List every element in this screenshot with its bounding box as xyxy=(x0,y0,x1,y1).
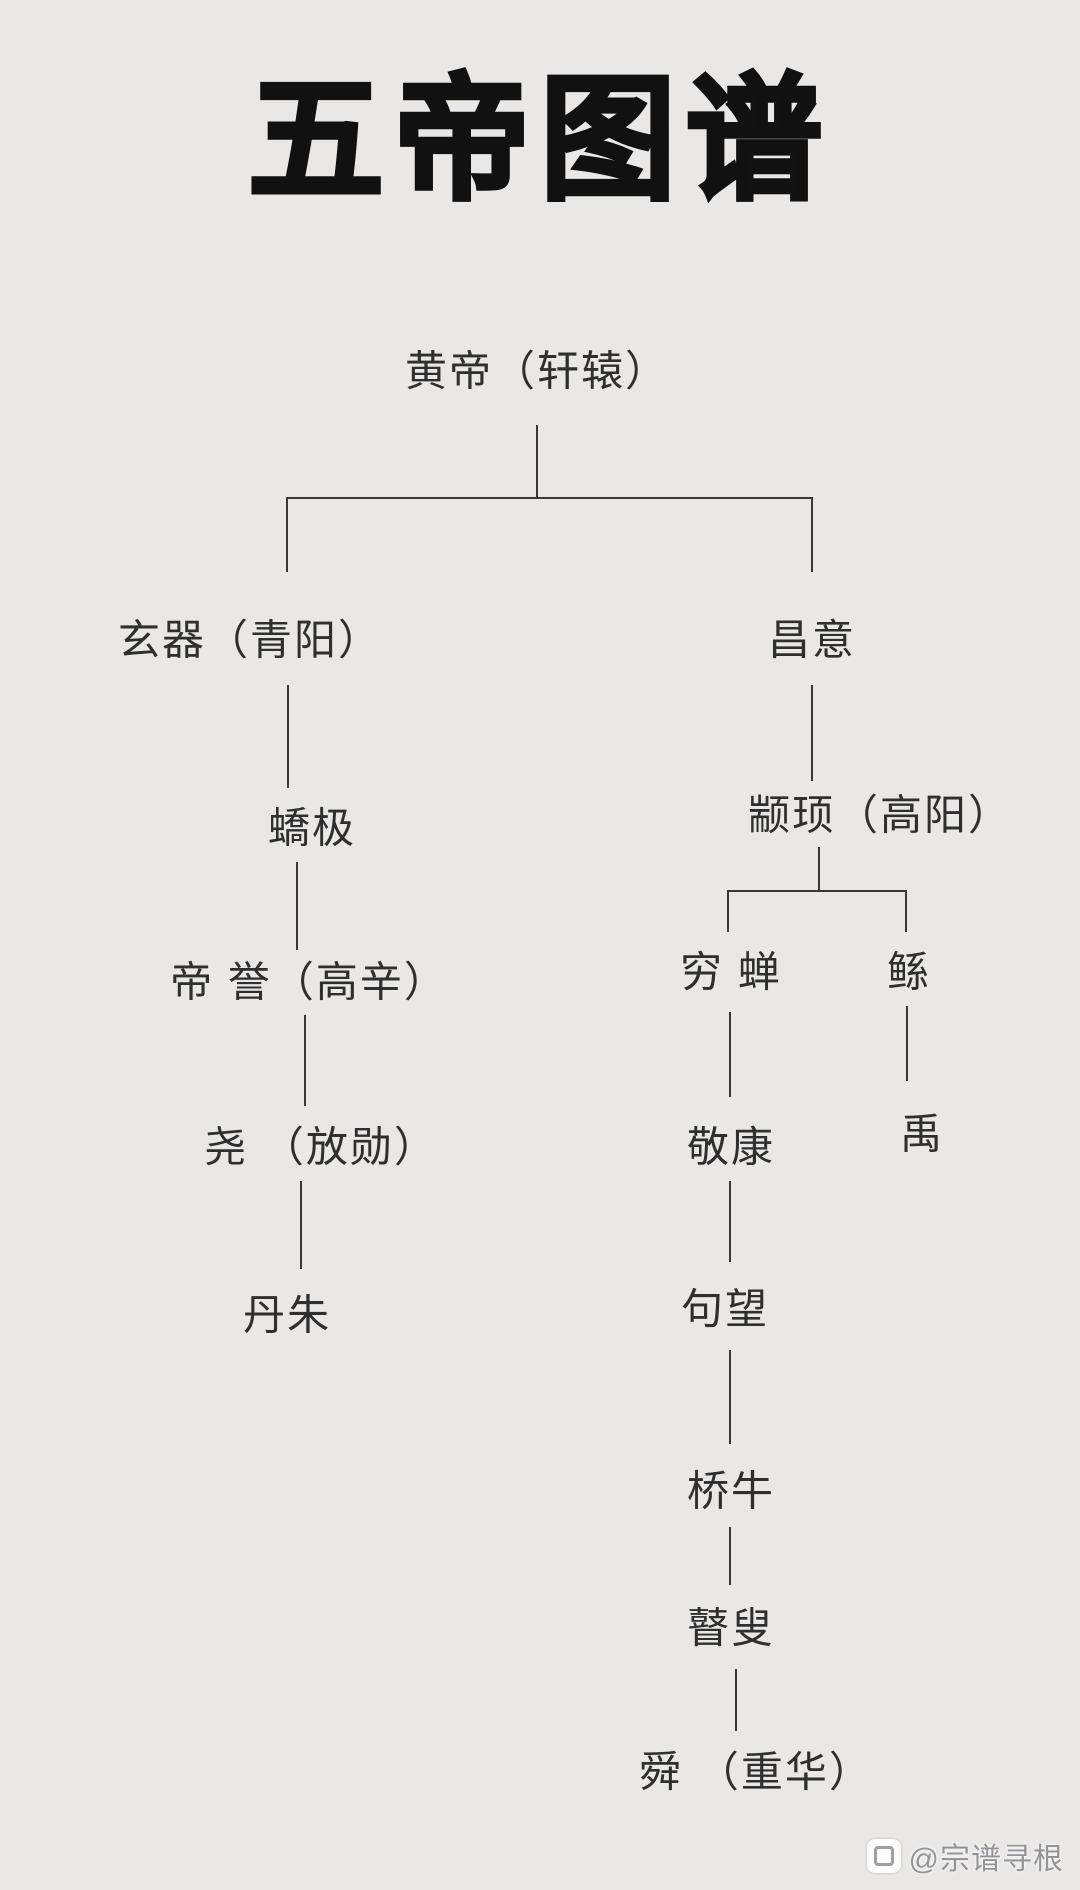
node-zhuanxu: 颛顼（高阳） xyxy=(747,791,1013,839)
connector-line xyxy=(729,1012,731,1097)
connector-line xyxy=(811,497,813,572)
node-huangdi: 黄帝（轩辕） xyxy=(404,347,670,395)
connector-line xyxy=(818,847,820,890)
page-title: 五帝图谱 xyxy=(246,62,832,218)
connector-line xyxy=(735,1669,737,1731)
connector-line xyxy=(729,1350,731,1444)
node-yu: 禹 xyxy=(899,1110,945,1158)
connector-line xyxy=(906,1006,908,1081)
watermark-logo-inner xyxy=(873,1846,894,1866)
connector-line xyxy=(729,1527,731,1585)
watermark-logo-icon xyxy=(866,1839,901,1873)
node-gun: 鲧 xyxy=(886,948,932,996)
watermark-handle: @宗谱寻根 xyxy=(908,1843,1064,1876)
node-xuanxiao: 玄器（青阳） xyxy=(117,616,383,664)
connector-line xyxy=(286,497,288,572)
node-qiongchan: 穷 蝉 xyxy=(680,948,782,996)
node-qiaoniu: 桥牛 xyxy=(686,1467,776,1515)
connector-line xyxy=(286,497,813,499)
connector-line xyxy=(729,1181,731,1262)
connector-line xyxy=(536,425,538,497)
connector-line xyxy=(304,1015,306,1106)
connector-line xyxy=(287,685,289,788)
connector-line xyxy=(300,1181,302,1269)
node-juwang: 句望 xyxy=(680,1285,770,1333)
node-diku: 帝 誉（高辛） xyxy=(170,958,448,1006)
connector-line xyxy=(727,890,907,892)
node-yao: 尧 （放勋） xyxy=(204,1123,438,1171)
connector-line xyxy=(905,890,907,932)
connector-line xyxy=(296,862,298,950)
node-jingkang: 敬康 xyxy=(686,1123,776,1171)
connector-line xyxy=(727,890,729,932)
node-jiaoji: 蟜极 xyxy=(267,804,357,852)
node-shun: 舜 （重华） xyxy=(639,1748,873,1796)
node-changyi: 昌意 xyxy=(767,616,857,664)
node-gusou: 瞽叟 xyxy=(686,1604,776,1652)
connector-line xyxy=(811,685,813,781)
node-danzhu: 丹朱 xyxy=(242,1291,332,1339)
watermark: @宗谱寻根 xyxy=(866,1834,1064,1878)
